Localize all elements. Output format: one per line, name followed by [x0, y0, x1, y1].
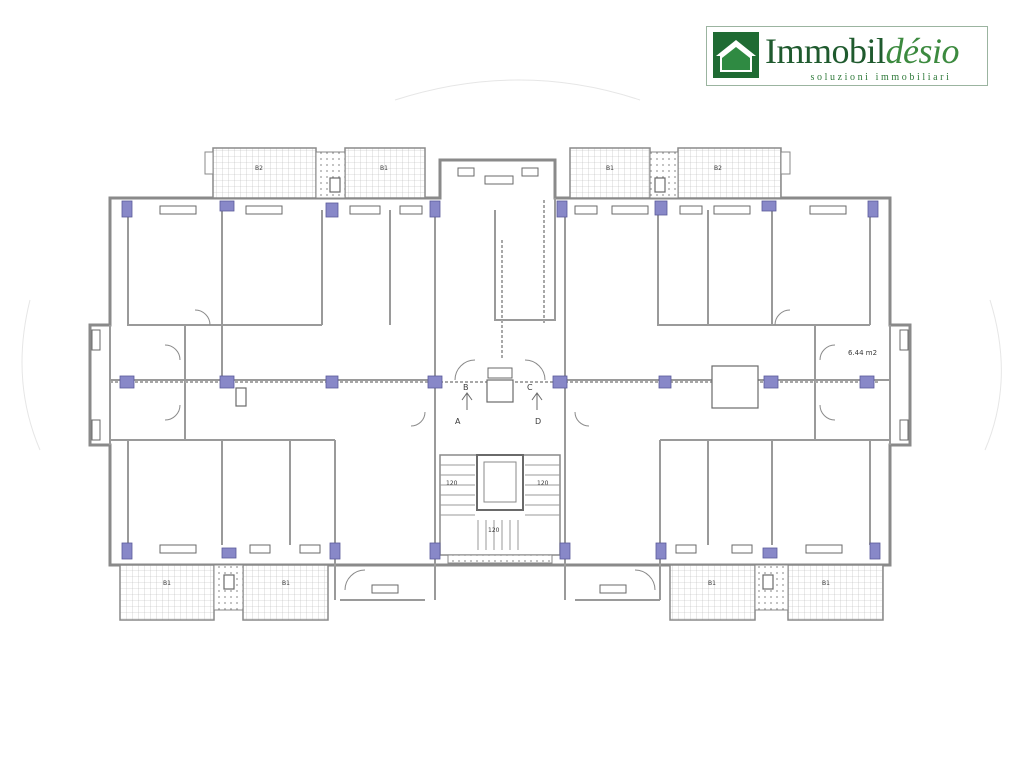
access-arrows: [461, 392, 543, 410]
access-label-c: C: [527, 383, 533, 392]
door-swings: [164, 309, 836, 591]
logo-tagline: soluzioni immobiliari: [810, 72, 952, 83]
balcony-code-2: B1: [380, 165, 388, 172]
area-annotation: 6.44 m2: [848, 349, 877, 357]
balcony-bottom-3: [669, 564, 756, 621]
balcony-top-3: [569, 147, 651, 199]
balcony-code-3: B1: [606, 165, 614, 172]
balcony-code-4: B2: [714, 165, 722, 172]
balcony-top-1: [212, 147, 317, 199]
access-label-a: A: [455, 417, 461, 426]
company-logo: Immobildésio soluzioni immobiliari: [706, 26, 988, 86]
logo-name-part-2: désio: [885, 31, 960, 71]
top-balconies: [204, 147, 791, 199]
logo-name-part-1: Immobil: [765, 31, 886, 71]
balcony-top-4: [677, 147, 782, 199]
fixtures: [223, 177, 774, 590]
balcony-code-7: B1: [708, 580, 716, 587]
balcony-top-2: [344, 147, 426, 199]
balcony-bottom-1: [119, 564, 215, 621]
balcony-code-8: B1: [822, 580, 830, 587]
elevator-shaft: [476, 454, 524, 511]
house-logo-icon: [713, 32, 759, 78]
background-shadow-arcs: [21, 79, 1002, 451]
exterior-walls: [88, 158, 912, 567]
windows: [91, 167, 909, 594]
stair-dim-bottom: 120: [488, 527, 500, 534]
bottom-balconies: [119, 564, 884, 621]
balcony-code-1: B2: [255, 165, 263, 172]
balcony-bottom-4: [787, 564, 884, 621]
structural-pillars: [119, 200, 881, 560]
logo-wordmark: Immobildésio: [765, 31, 959, 71]
access-label-d: D: [535, 417, 541, 426]
balcony-bottom-2: [242, 564, 329, 621]
stairwell: 120 120 120: [439, 454, 561, 564]
access-label-b: B: [463, 383, 469, 392]
stair-dim-left: 120: [446, 480, 458, 487]
stair-dim-right: 120: [537, 480, 549, 487]
balcony-code-6: B1: [282, 580, 290, 587]
balcony-code-5: B1: [163, 580, 171, 587]
